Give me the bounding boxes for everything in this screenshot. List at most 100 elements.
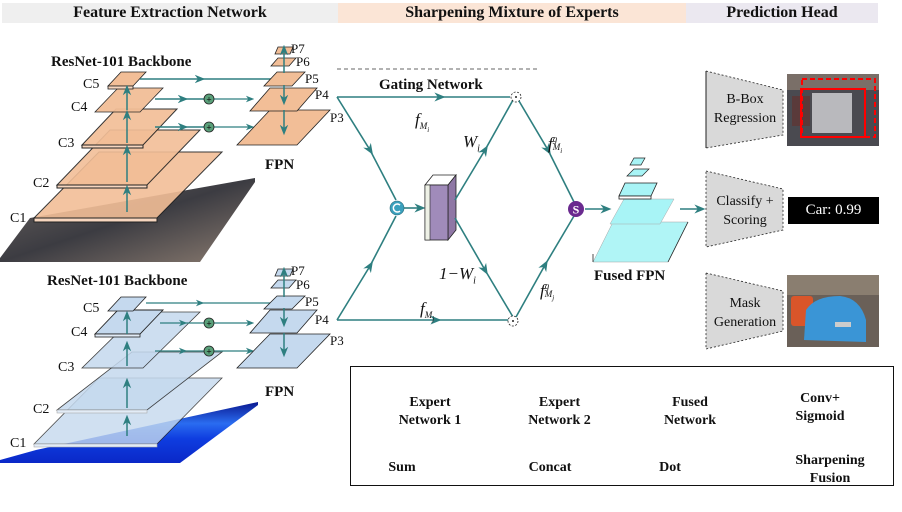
gating-network: S bbox=[336, 68, 612, 327]
mask-label-line2: Generation bbox=[713, 315, 777, 330]
bottom-fpn-p3-label: P3 bbox=[330, 333, 344, 348]
header-feature-extraction-text: Feature Extraction Network bbox=[73, 4, 267, 21]
top-sum-symbol: + bbox=[206, 123, 211, 133]
mask-label-line1: Mask bbox=[729, 296, 761, 311]
top-sum-symbol: + bbox=[206, 95, 211, 105]
f-subsub-i: i bbox=[427, 126, 430, 135]
top-fpn-p7-label: P7 bbox=[291, 41, 305, 56]
top-backbone-title: ResNet-101 Backbone bbox=[51, 54, 192, 70]
f-subsub-i: i bbox=[560, 146, 563, 155]
prediction-head bbox=[705, 70, 879, 350]
legend-expert-2: Expert Network 2 bbox=[512, 394, 607, 430]
header-feature-extraction: Feature Extraction Network bbox=[2, 3, 338, 23]
mask-generation-block bbox=[705, 272, 784, 350]
legend-expert-1: Expert Network 1 bbox=[385, 394, 475, 430]
header-smoe: Sharpening Mixture of Experts bbox=[338, 3, 686, 23]
bottom-sum-icon-c3 bbox=[203, 345, 215, 357]
top-backbone: + + bbox=[0, 44, 331, 262]
classify-label-line1: Classify + bbox=[716, 194, 774, 209]
legend-label-line: Network bbox=[663, 413, 717, 428]
w-symbol: W bbox=[463, 132, 478, 151]
bottom-fpn-p5-label: P5 bbox=[305, 294, 319, 309]
one-minus-w-sub: i bbox=[473, 275, 476, 287]
f-symbol: f bbox=[415, 110, 420, 129]
f-m-i-label: fMi bbox=[415, 111, 429, 134]
sharpening-fusion-icon bbox=[568, 201, 584, 217]
top-stage-c4: C4 bbox=[71, 100, 88, 115]
bbox-label-line1: B-Box bbox=[726, 92, 764, 107]
bottom-stage-c1: C1 bbox=[10, 436, 27, 451]
legend-label-line: Sigmoid bbox=[795, 409, 845, 424]
header-smoe-text: Sharpening Mixture of Experts bbox=[405, 4, 619, 21]
concat-icon bbox=[389, 200, 405, 216]
legend-sharpening-fusion: Sharpening Fusion bbox=[775, 452, 885, 488]
top-stage-c3: C3 bbox=[58, 136, 75, 151]
classify-scoring-label: Classify + Scoring bbox=[704, 192, 786, 230]
fused-fpn bbox=[592, 157, 706, 263]
legend-fused: Fused Network bbox=[650, 394, 730, 430]
classification-score: Car: 0.99 bbox=[788, 197, 879, 224]
top-sum-icon-c3 bbox=[203, 121, 215, 133]
header-prediction-head: Prediction Head bbox=[686, 3, 878, 23]
legend bbox=[350, 366, 894, 486]
f-sub-m: M bbox=[419, 121, 428, 132]
top-fpn-label: FPN bbox=[265, 157, 295, 173]
top-sum-icon-c4 bbox=[203, 93, 215, 105]
legend-concat: Concat bbox=[520, 459, 580, 477]
fused-fpn-label: Fused FPN bbox=[594, 268, 666, 284]
top-stage-c5: C5 bbox=[83, 77, 100, 92]
bottom-stage-c2: C2 bbox=[33, 402, 50, 417]
g-sup: g bbox=[552, 134, 558, 145]
bottom-stage-c4: C4 bbox=[71, 325, 88, 340]
g-sup: g bbox=[544, 281, 550, 292]
f-subsub-j: j bbox=[432, 315, 435, 324]
f-symbol: f bbox=[420, 299, 425, 318]
f-subsub-j: j bbox=[552, 293, 555, 302]
f-m-j-label: fMj bbox=[420, 300, 434, 323]
w-i-label: Wi bbox=[463, 133, 480, 154]
legend-label-line: Network 1 bbox=[398, 413, 462, 428]
one-minus-w-text: 1−W bbox=[439, 264, 474, 283]
f-sub-m: M bbox=[544, 289, 553, 300]
top-layer-c4 bbox=[94, 87, 164, 113]
top-stage-c2: C2 bbox=[33, 176, 50, 191]
one-minus-w-label: 1−Wi bbox=[439, 265, 476, 286]
bottom-stage-c3: C3 bbox=[58, 360, 75, 375]
legend-label-line: Concat bbox=[528, 460, 572, 475]
conv-sigmoid-block bbox=[424, 173, 457, 242]
w-sub-i: i bbox=[477, 143, 480, 155]
top-fpn-p4-label: P4 bbox=[315, 87, 329, 102]
bottom-sum-icon-c4 bbox=[203, 317, 215, 329]
bottom-backbone-title: ResNet-101 Backbone bbox=[47, 273, 188, 289]
bottom-sum-symbol: + bbox=[206, 347, 211, 357]
f-symbol: f bbox=[540, 281, 545, 300]
legend-label-line: Dot bbox=[659, 460, 681, 475]
legend-label-line: Fusion bbox=[809, 471, 851, 486]
top-fpn-p6-label: P6 bbox=[296, 54, 310, 69]
mask-generation-label: Mask Generation bbox=[704, 294, 786, 332]
legend-label-line: Expert bbox=[409, 395, 451, 410]
bottom-fpn-p7-label: P7 bbox=[291, 263, 305, 278]
f-sub-m: M bbox=[552, 142, 561, 153]
legend-label-line: Network 2 bbox=[528, 413, 591, 428]
bottom-sum-symbol: + bbox=[206, 319, 211, 329]
bottom-backbone: + + bbox=[0, 266, 331, 463]
legend-label-line: Fused bbox=[672, 395, 708, 410]
top-fpn-p5-label: P5 bbox=[305, 71, 319, 86]
legend-label-line: Sum bbox=[388, 460, 416, 475]
header-prediction-head-text: Prediction Head bbox=[726, 4, 838, 21]
top-fpn-p5 bbox=[263, 71, 306, 87]
svg-text:S: S bbox=[573, 203, 580, 217]
f-symbol: f bbox=[548, 134, 553, 153]
legend-dot: Dot bbox=[650, 459, 690, 477]
classify-label-line2: Scoring bbox=[723, 213, 767, 228]
bottom-fpn-label: FPN bbox=[265, 384, 295, 400]
legend-conv-sigmoid: Conv+ Sigmoid bbox=[775, 390, 865, 426]
legend-label-line: Sharpening bbox=[795, 453, 865, 468]
bottom-layer-c5 bbox=[107, 296, 147, 312]
classify-block bbox=[705, 170, 784, 248]
top-fpn-p3-label: P3 bbox=[330, 110, 344, 125]
legend-label-line: Expert bbox=[538, 395, 581, 410]
